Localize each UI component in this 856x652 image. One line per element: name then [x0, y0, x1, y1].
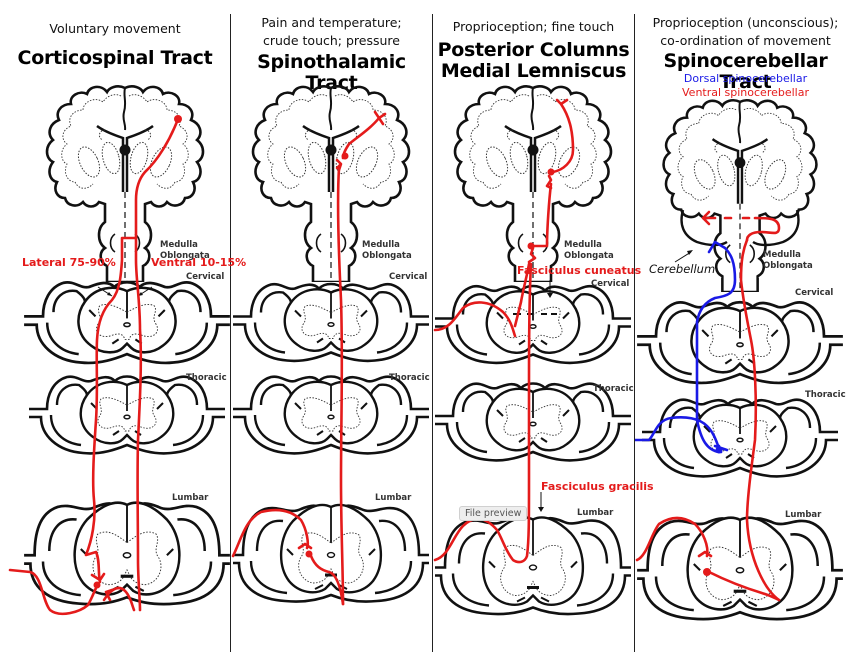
label-medulla: Medulla Oblongata	[362, 240, 412, 261]
divider-1	[230, 14, 231, 652]
label-cerebellum: Cerebellum	[649, 262, 716, 276]
label-fasciculus-cuneatus: Fasciculus cuneatus	[517, 264, 642, 277]
medial-lemniscus-tract-path	[433, 98, 575, 564]
label-lumbar: Lumbar	[785, 510, 822, 520]
label-thoracic: Thoracic	[593, 384, 634, 394]
label-thoracic: Thoracic	[805, 390, 846, 400]
dorsal-horn-cell	[305, 550, 313, 558]
lumbar-section	[22, 501, 230, 606]
lumbar-section	[231, 503, 431, 604]
label-lateral: Lateral 75-90%	[22, 256, 116, 269]
label-cervical: Cervical	[795, 288, 834, 298]
thoracic-section	[231, 375, 431, 455]
posterior-columns-diagram	[433, 85, 633, 616]
panel-subtitle-line-2: co-ordination of movement	[660, 33, 831, 48]
thalamus-neuron-cell	[547, 168, 555, 176]
file-preview-tooltip: File preview	[459, 506, 528, 521]
ventral-spinocerebellar-cell	[703, 568, 711, 576]
divider-2	[432, 14, 433, 652]
label-thoracic: Thoracic	[186, 373, 227, 383]
thoracic-section	[640, 398, 840, 478]
panel-title: Corticospinal Tract	[17, 47, 213, 69]
label-lumbar: Lumbar	[375, 493, 412, 503]
lumbar-section	[635, 516, 845, 621]
panel-corticospinal: Voluntary movement Corticospinal Tract M…	[0, 0, 246, 652]
panel-subtitle: Proprioception; fine touch	[452, 19, 615, 34]
panel-subtitle-line-2: crude touch; pressure	[263, 33, 400, 48]
cervical-section	[433, 284, 633, 365]
label-fasciculus-gracilis: Fasciculus gracilis	[541, 480, 654, 493]
lumbar-section	[433, 515, 633, 616]
label-thoracic: Thoracic	[389, 373, 430, 383]
cerebellum-outline-right	[752, 209, 800, 247]
corticospinal-tract-path	[8, 117, 180, 616]
cervical-section	[22, 280, 230, 365]
thoracic-section	[433, 382, 633, 462]
panel-title: Spinocerebellar Tract	[663, 50, 828, 93]
clarke-nucleus-cell	[715, 446, 723, 454]
label-medulla: Medulla Oblongata	[763, 250, 813, 271]
medulla-nucleus-cell	[527, 242, 535, 250]
divider-3	[634, 14, 635, 652]
corticospinal-diagram	[8, 84, 230, 616]
panel-subtitle-line-1: Pain and temperature;	[261, 15, 402, 30]
ventral-spinocerebellar-path	[635, 210, 781, 602]
label-cervical: Cervical	[186, 272, 225, 282]
panel-subtitle: Voluntary movement	[49, 21, 181, 36]
cerebellum-arrow	[674, 251, 692, 263]
cervical-section	[635, 300, 845, 385]
panel-title-line-2: Medial Lemniscus	[440, 60, 627, 82]
lower-motor-neuron-cell	[93, 581, 101, 589]
label-lumbar: Lumbar	[577, 508, 614, 518]
spinothalamic-tract-path	[231, 110, 387, 606]
label-medulla: Medulla Oblongata	[564, 240, 614, 261]
legend-dorsal: Dorsal spinocerebellar	[683, 72, 808, 85]
spinocerebellar-diagram	[635, 98, 845, 621]
upper-motor-neuron-cell	[174, 115, 182, 123]
panel-spinocerebellar: Proprioception (unconscious); co-ordinat…	[635, 0, 856, 652]
thalamus-neuron-cell	[341, 152, 349, 160]
panel-posterior-columns: Proprioception; fine touch Posterior Col…	[433, 0, 654, 652]
label-ventral: Ventral 10-15%	[151, 256, 247, 269]
label-lumbar: Lumbar	[172, 493, 209, 503]
legend-ventral: Ventral spinocerebellar	[682, 86, 809, 99]
spinothalamic-diagram	[231, 85, 431, 606]
panel-subtitle-line-1: Proprioception (unconscious);	[652, 15, 839, 30]
cervical-section	[231, 282, 431, 363]
label-cervical: Cervical	[389, 272, 428, 282]
thoracic-section	[27, 375, 227, 455]
panel-spinothalamic: Pain and temperature; crude touch; press…	[231, 0, 432, 652]
panel-title-line-1: Posterior Columns -	[437, 39, 630, 82]
label-cervical: Cervical	[591, 279, 630, 289]
label-medulla: Medulla Oblongata	[160, 240, 210, 261]
